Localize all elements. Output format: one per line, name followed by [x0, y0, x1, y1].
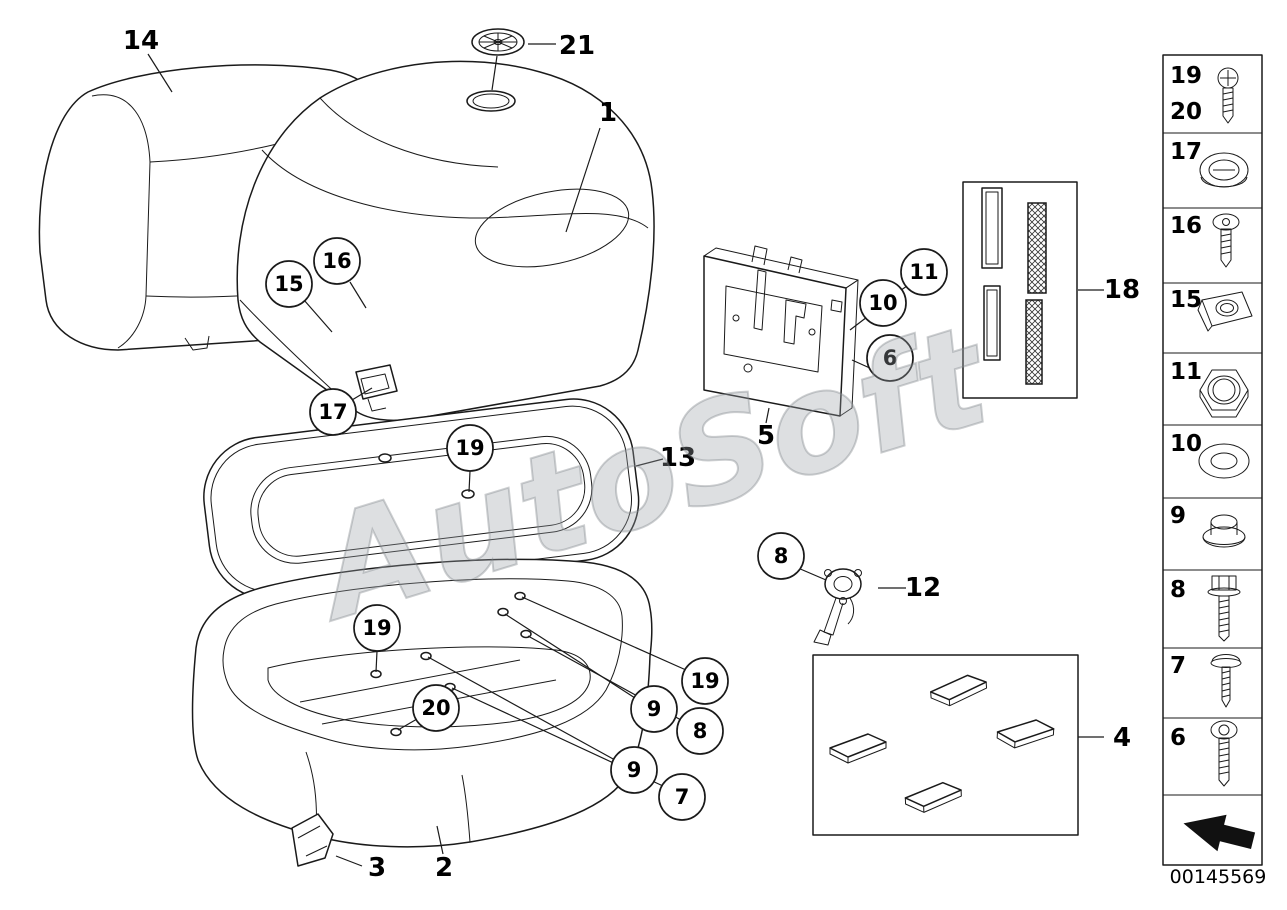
legend-label-9: 9 [1170, 503, 1186, 529]
pan-head-screw-icon [1212, 213, 1240, 268]
legend-label-16: 16 [1170, 213, 1202, 239]
legend-row-10: 10 [1170, 431, 1250, 479]
callout-19-rim[interactable]: 19 [681, 657, 729, 705]
legend-label-20: 20 [1170, 99, 1202, 125]
top-lid [236, 60, 655, 422]
legend-label-6: 6 [1170, 725, 1186, 751]
legend-row-16: 16 [1170, 213, 1240, 268]
legend-label-19: 19 [1170, 63, 1202, 89]
callout-9-lower-label: 9 [627, 758, 642, 782]
callout-6[interactable]: 6 [866, 334, 914, 382]
legend-row-6: 6 [1170, 720, 1238, 787]
direction-arrow-icon [1183, 814, 1256, 852]
legend-row-17: 17 [1170, 139, 1249, 188]
callout-7-label: 7 [675, 785, 690, 809]
callout-9-upper[interactable]: 9 [630, 685, 678, 733]
legend-label-17: 17 [1170, 139, 1202, 165]
part-label-3[interactable]: 3 [368, 853, 386, 883]
part-label-18[interactable]: 18 [1104, 275, 1140, 305]
callout-19-floor-label: 19 [362, 616, 391, 640]
callout-7[interactable]: 7 [658, 773, 706, 821]
legend-label-15: 15 [1170, 287, 1202, 313]
pad-kit-box [812, 654, 1079, 836]
part-label-21[interactable]: 21 [559, 31, 595, 61]
part-label-5[interactable]: 5 [757, 421, 775, 451]
callout-10[interactable]: 10 [859, 279, 907, 327]
legend-row-7: 7 [1170, 653, 1242, 708]
part-label-13[interactable]: 13 [660, 443, 696, 473]
button-head-bolt-icon [1210, 720, 1238, 787]
lock-assembly [813, 568, 862, 646]
legend-sidebar: 19 20 17 16 [1162, 54, 1263, 866]
oval-head-screw-icon [1210, 654, 1242, 708]
hex-bolt-icon [1207, 575, 1241, 642]
emblem-roundel [471, 28, 525, 91]
callout-16[interactable]: 16 [313, 237, 361, 285]
callout-20[interactable]: 20 [412, 684, 460, 732]
callout-19-frame-label: 19 [455, 436, 484, 460]
document-number: 00145569 [1170, 866, 1267, 888]
callout-16-label: 16 [322, 249, 351, 273]
callout-11-label: 11 [909, 260, 938, 284]
legend-row-15: 15 [1170, 287, 1253, 332]
plain-part-labels: 14 21 1 13 5 12 18 2 3 4 [123, 26, 1140, 883]
callout-9-lower[interactable]: 9 [610, 746, 658, 794]
legend-row-19-20: 19 20 [1170, 63, 1239, 125]
part-label-2[interactable]: 2 [435, 853, 453, 883]
legend-row-11: 11 [1170, 359, 1249, 418]
lock-barrel-icon [1199, 152, 1249, 188]
callout-8-lock[interactable]: 8 [757, 532, 805, 580]
washer-icon [1198, 443, 1250, 479]
callout-15-label: 15 [274, 272, 303, 296]
legend-row-9: 9 [1170, 503, 1246, 548]
callout-19-frame[interactable]: 19 [446, 424, 494, 472]
callout-8-base-label: 8 [693, 719, 708, 743]
grommet-icon [1202, 514, 1246, 548]
legend-label-10: 10 [1170, 431, 1202, 457]
callout-9-upper-label: 9 [647, 697, 662, 721]
part-label-4[interactable]: 4 [1113, 723, 1131, 753]
part-label-1[interactable]: 1 [599, 98, 617, 128]
callout-19-rim-label: 19 [690, 669, 719, 693]
callout-20-label: 20 [421, 696, 450, 720]
mounting-bracket [703, 245, 859, 417]
circled-callouts: 16 15 17 19 19 20 11 10 [265, 237, 948, 821]
callout-15[interactable]: 15 [265, 260, 313, 308]
corner-pad [291, 813, 334, 867]
legend-label-11: 11 [1170, 359, 1202, 385]
clip-nut-icon [1197, 291, 1253, 332]
gasket-kit-box [962, 181, 1078, 399]
part-label-14[interactable]: 14 [123, 26, 159, 56]
callout-8-base[interactable]: 8 [676, 707, 724, 755]
callout-6-label: 6 [883, 346, 898, 370]
callout-10-label: 10 [868, 291, 897, 315]
legend-label-7: 7 [1170, 653, 1186, 679]
callout-11[interactable]: 11 [900, 248, 948, 296]
callout-8-lock-label: 8 [774, 544, 789, 568]
callout-17-label: 17 [318, 400, 347, 424]
legend-row-8: 8 [1170, 575, 1241, 642]
hex-nut-icon [1199, 369, 1249, 418]
phillips-screw-icon [1217, 67, 1239, 124]
callout-17[interactable]: 17 [309, 388, 357, 436]
legend-label-8: 8 [1170, 577, 1186, 603]
callout-19-floor[interactable]: 19 [353, 604, 401, 652]
part-label-12[interactable]: 12 [905, 573, 941, 603]
